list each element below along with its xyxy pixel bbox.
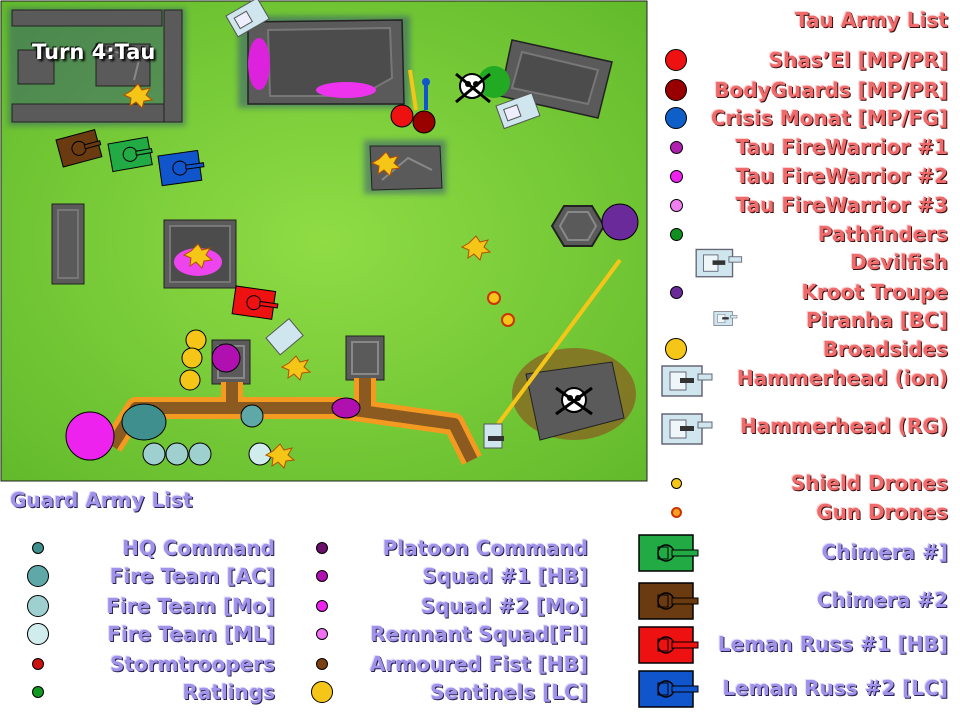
color-dot-icon [669, 140, 683, 154]
skull-icon [455, 66, 510, 104]
guard-legend-label: Chimera #2 [816, 588, 948, 612]
battle-map[interactable] [0, 0, 648, 482]
tau-legend-label: BodyGuards [MP/PR] [714, 78, 948, 102]
hq-command-unit[interactable] [121, 403, 167, 441]
tau-legend-label: Piranha [BC] [805, 308, 948, 332]
tau-legend-label: Shas’El [MP/PR] [768, 48, 948, 72]
color-dot-icon [670, 477, 682, 489]
tau-legend-label: Gun Drones [816, 500, 948, 524]
guard-legend-label: Fire Team [AC] [109, 564, 275, 588]
leman-russ2-tank[interactable] [157, 149, 206, 187]
color-dot-icon [669, 285, 683, 299]
ruin-building-top [238, 16, 410, 108]
chimera1-tank[interactable] [107, 136, 154, 173]
gun-drone-unit[interactable] [501, 313, 515, 327]
guard-legend-label: HQ Command [122, 536, 275, 560]
tau-legend-label: Hammerhead (RG) [739, 414, 948, 438]
color-dot-icon [316, 600, 328, 612]
color-dot-icon [665, 79, 687, 101]
chimera2-tank[interactable] [55, 129, 104, 168]
firing-line [496, 258, 622, 426]
tank-icon [638, 582, 700, 620]
tau-legend-label: Crisis Monat [MP/FG] [710, 106, 948, 130]
turn-label: Turn 4:Tau [32, 40, 156, 64]
movement-arrow [408, 69, 418, 111]
tank-icon [638, 670, 700, 708]
guard-legend-label: Squad #2 [Mo] [420, 594, 588, 618]
tau-army-title: Tau Army List [794, 8, 948, 32]
guard-legend-label: Remnant Squad[Fl] [370, 622, 588, 646]
color-dot-icon [32, 542, 44, 554]
tank-icon [638, 534, 700, 572]
hammerhead-icon [658, 408, 714, 452]
hammerhead-vehicle[interactable] [495, 92, 541, 130]
guard-legend-label: Leman Russ #2 [LC] [722, 676, 948, 700]
color-dot-icon [316, 542, 328, 554]
color-dot-icon [27, 565, 49, 587]
kroot-unit[interactable] [601, 203, 639, 241]
tau-legend-label: Hammerhead (ion) [736, 366, 948, 390]
color-dot-icon [669, 169, 683, 183]
color-dot-icon [316, 658, 328, 670]
gun-drone-unit[interactable] [487, 291, 501, 305]
color-dot-icon [670, 506, 682, 518]
guard-legend-label: Sentinels [LC] [430, 680, 588, 704]
tau-legend-label: Kroot Troupe [801, 280, 948, 304]
color-dot-icon [311, 681, 333, 703]
tau-legend-label: Tau FireWarrior #1 [735, 135, 948, 159]
leman-russ1-tank[interactable] [231, 285, 279, 320]
color-dot-icon [32, 658, 44, 670]
guard-legend-label: Ratlings [182, 680, 275, 704]
color-dot-icon [665, 338, 687, 360]
tau-legend-label: Shield Drones [790, 471, 948, 495]
ruin-building-mid [364, 140, 446, 194]
devilfish-icon [692, 244, 744, 284]
tau-legend-label: Broadsides [822, 337, 948, 361]
ruin-walls-topleft [8, 8, 186, 126]
hammerhead-icon [658, 360, 714, 404]
guard-legend-label: Fire Team [Mo] [106, 594, 275, 618]
color-dot-icon [669, 198, 683, 212]
color-dot-icon [32, 686, 44, 698]
color-dot-icon [316, 628, 328, 640]
guard-legend-label: Platoon Command [382, 536, 588, 560]
destroyed-bunker [512, 348, 636, 441]
piranha-vehicle-2[interactable] [483, 423, 504, 449]
piranha-vehicle[interactable] [265, 318, 304, 356]
color-dot-icon [316, 570, 328, 582]
color-dot-icon [665, 49, 687, 71]
color-dot-icon [27, 623, 49, 645]
guard-legend-label: Fire Team [ML] [107, 622, 275, 646]
guard-legend-label: Armoured Fist [HB] [369, 652, 588, 676]
tau-legend-label: Tau FireWarrior #2 [735, 164, 948, 188]
tau-legend-label: Pathfinders [817, 222, 948, 246]
color-dot-icon [669, 227, 683, 241]
tau-legend-label: Tau FireWarrior #3 [735, 193, 948, 217]
guard-legend-label: Squad #1 [HB] [422, 564, 588, 588]
color-dot-icon [27, 595, 49, 617]
guard-legend-label: Chimera #] [821, 540, 948, 564]
guard-legend-label: Leman Russ #1 [HB] [717, 632, 948, 656]
blast-markers [122, 83, 492, 469]
guard-army-title: Guard Army List [10, 488, 193, 512]
squad2-unit[interactable] [65, 411, 115, 461]
piranha-icon [712, 302, 738, 336]
tank-icon [638, 626, 700, 664]
shas-el-unit[interactable] [390, 104, 414, 128]
tau-legend-label: Devilfish [850, 250, 948, 274]
bodyguards-unit[interactable] [412, 110, 436, 134]
ruin-pillar-left [51, 203, 85, 285]
color-dot-icon [665, 107, 687, 129]
devilfish-vehicle[interactable] [225, 0, 270, 38]
guard-legend-label: Stormtroopers [110, 652, 275, 676]
